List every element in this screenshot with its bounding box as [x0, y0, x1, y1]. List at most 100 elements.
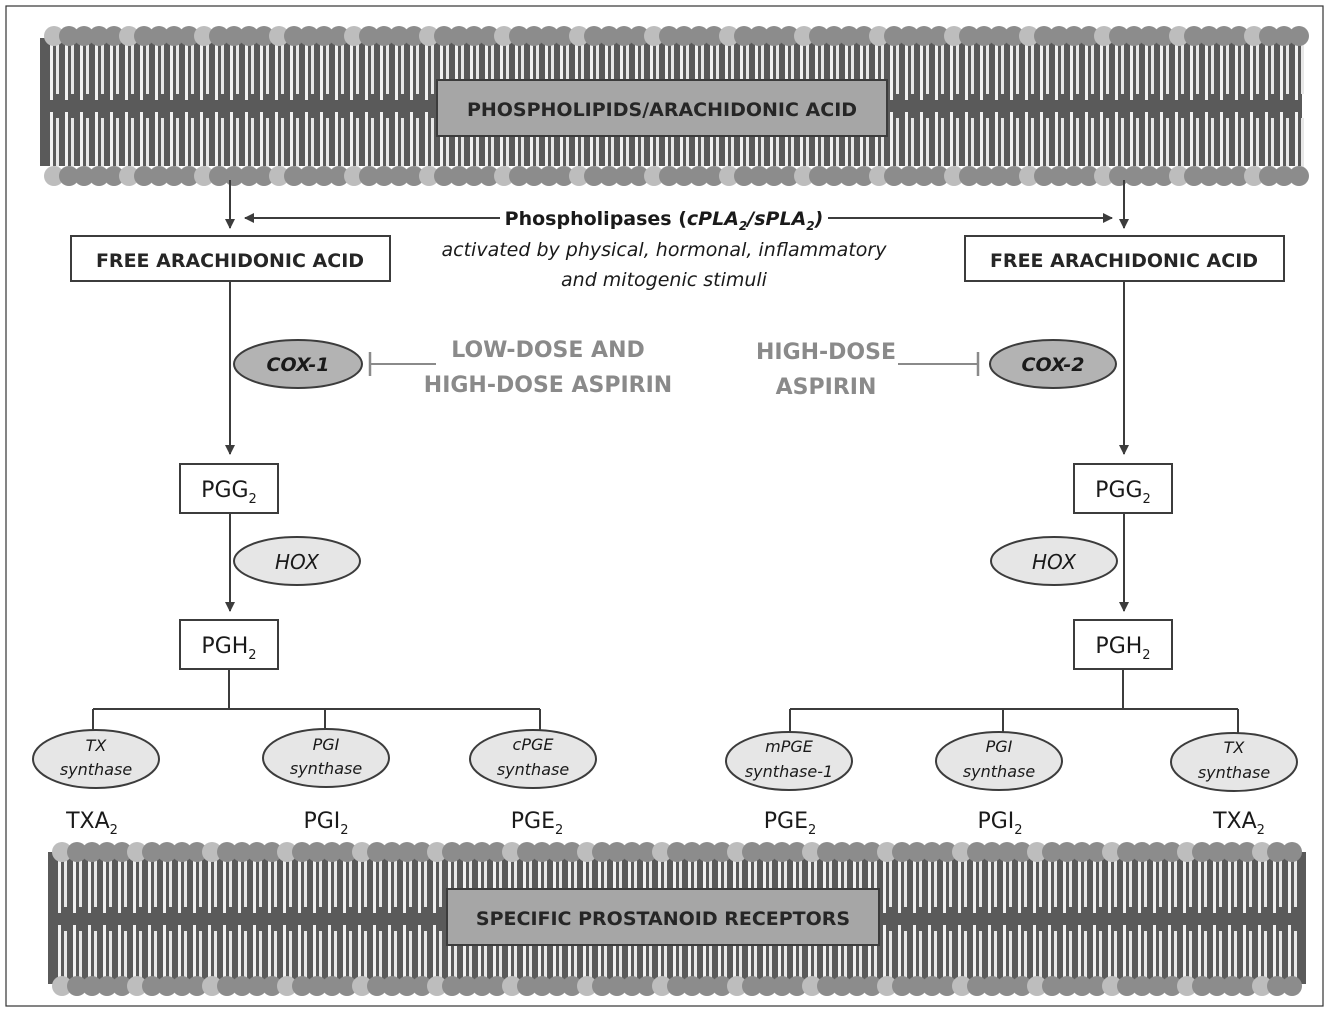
lipid-tail — [170, 44, 173, 100]
lipid-tail — [139, 931, 142, 978]
lipid-tail — [251, 44, 254, 94]
lipid-tail — [934, 860, 937, 907]
left-synthase-tx: TX synthase — [33, 730, 159, 788]
lipid-tail — [410, 112, 413, 168]
lipid-tail — [1249, 860, 1252, 907]
right-aspirin-line2: ASPIRIN — [776, 375, 877, 400]
lipid-tail — [131, 118, 134, 168]
lipid-tail — [1241, 44, 1244, 94]
lipid-tail — [1265, 112, 1268, 168]
right-tx-synthase-line1: TX — [1224, 738, 1246, 757]
lipid-tail — [230, 112, 233, 168]
lipid-tail — [1174, 931, 1177, 978]
lipid-tail — [236, 44, 239, 94]
lipid-tail — [283, 860, 286, 913]
right-free-aa-label: FREE ARACHIDONIC ACID — [990, 250, 1258, 272]
lipid-tail — [1033, 925, 1036, 978]
lipid-tail — [146, 118, 149, 168]
lipid-tail — [64, 860, 67, 907]
lipid-tail — [1219, 931, 1222, 978]
lipid-tail — [1181, 44, 1184, 94]
lipid-tail — [58, 925, 61, 978]
lipid-tail — [1175, 112, 1178, 168]
lipid-tail — [176, 118, 179, 168]
lipid-tail — [170, 112, 173, 168]
lipid-tail — [1249, 931, 1252, 978]
lipid-tail — [178, 860, 181, 913]
lipid-tail — [296, 44, 299, 94]
lipid-tail — [1256, 44, 1259, 94]
lipid-tail — [1295, 44, 1298, 100]
lipid-tail — [1054, 860, 1057, 907]
lipid-tail — [1016, 44, 1019, 94]
lipid-tail — [131, 44, 134, 94]
lipid-tail — [919, 931, 922, 978]
lipid-tail — [266, 118, 269, 168]
lipid-tail — [386, 118, 389, 168]
lipid-tail — [266, 44, 269, 94]
lipid-tail — [980, 112, 983, 168]
lipid-tail — [1070, 112, 1073, 168]
lipid-tail — [1001, 44, 1004, 94]
phospholipase-cpla: cPLA — [687, 208, 739, 230]
lipid-tail — [1204, 931, 1207, 978]
lipid-tail — [328, 860, 331, 913]
lipid-tail — [964, 931, 967, 978]
lipid-tail — [1189, 860, 1192, 907]
lipid-tail — [223, 860, 226, 913]
lipid-tail — [103, 925, 106, 978]
lipid-tail — [386, 44, 389, 94]
lipid-tail — [1213, 860, 1216, 913]
lipid-tail — [79, 931, 82, 978]
lipid-tail — [356, 118, 359, 168]
lipid-tail — [1181, 118, 1184, 168]
lipid-tail — [259, 860, 262, 907]
lipid-tail — [1205, 112, 1208, 168]
lipid-tail — [1054, 931, 1057, 978]
lipid-tail — [1168, 860, 1171, 913]
lipid-tail — [184, 860, 187, 907]
lipid-tail — [1234, 931, 1237, 978]
lipid-tail — [1288, 860, 1291, 913]
lipid-tail — [1031, 118, 1034, 168]
lipid-tail — [289, 860, 292, 907]
lipid-tail — [373, 860, 376, 913]
lipid-tail — [1076, 44, 1079, 94]
lipid-tail — [185, 112, 188, 168]
lipid-tail — [73, 860, 76, 913]
lipid-tail — [365, 112, 368, 168]
lipid-tail — [335, 44, 338, 100]
left-cpge-synthase-line1: cPGE — [513, 735, 555, 754]
lipid-tail — [200, 44, 203, 100]
lipid-tail — [995, 44, 998, 100]
lipid-tail — [148, 925, 151, 978]
lipid-tail — [343, 925, 346, 978]
lipid-tail — [155, 44, 158, 100]
lipid-tail — [1024, 931, 1027, 978]
lipid-tail — [1018, 925, 1021, 978]
lipid-tail — [1085, 44, 1088, 100]
lipid-tail — [1190, 112, 1193, 168]
bottom-membrane-label: SPECIFIC PROSTANOID RECEPTORS — [476, 908, 850, 930]
lipid-tail — [956, 118, 959, 168]
lipid-tail — [238, 925, 241, 978]
lipid-tail — [928, 925, 931, 978]
lipid-tail — [1174, 860, 1177, 907]
lipid-tail — [928, 860, 931, 913]
lipid-tail — [418, 860, 421, 913]
lipid-tail — [298, 925, 301, 978]
lipid-tail — [253, 925, 256, 978]
lipid-tail — [1175, 44, 1178, 100]
lipid-tail — [1280, 112, 1283, 168]
lipid-tail — [364, 860, 367, 907]
lipid-tail — [1084, 931, 1087, 978]
lipid-tail — [958, 860, 961, 913]
right-pgi-synthase-line1: PGI — [986, 737, 1013, 756]
lipid-tail — [1220, 44, 1223, 100]
lipid-tail — [320, 112, 323, 168]
left-pgg2-label: PGG2 — [201, 478, 257, 507]
lipid-tail — [154, 931, 157, 978]
lipid-tail — [1258, 860, 1261, 913]
lipid-tail — [403, 925, 406, 978]
lipid-tail — [1009, 860, 1012, 907]
